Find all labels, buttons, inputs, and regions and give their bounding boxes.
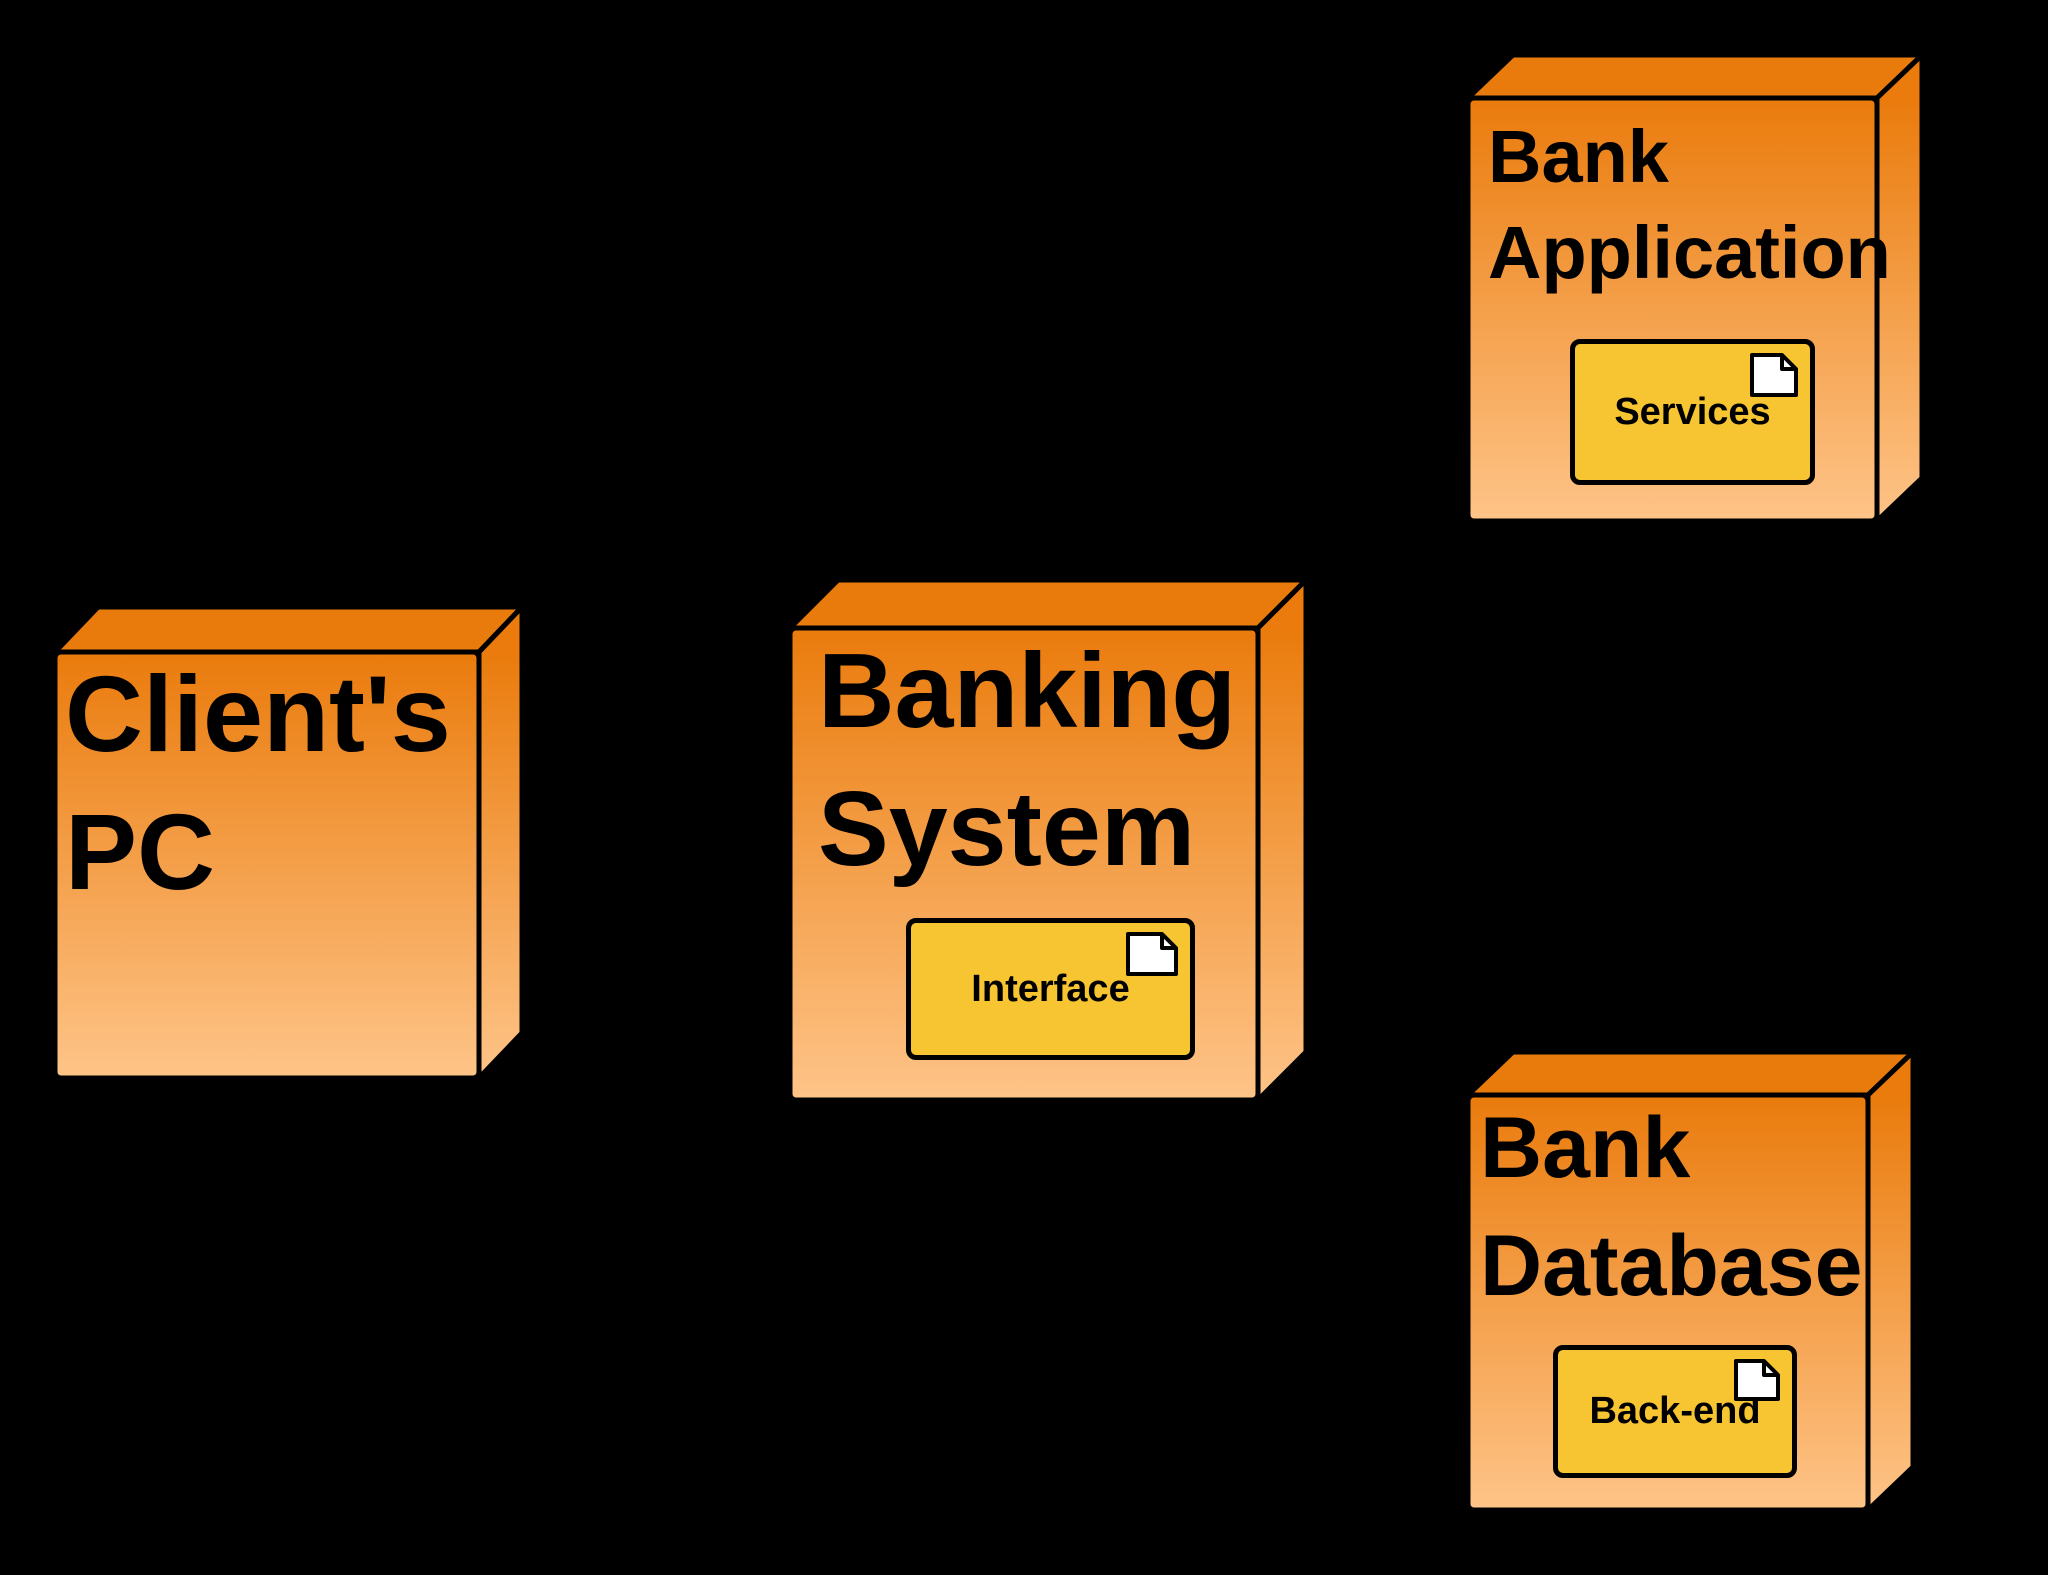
node-bank-application: Bank Application Services <box>1463 50 1927 526</box>
node-title-line: Client's <box>65 653 451 774</box>
node-title: Banking System <box>818 622 1236 898</box>
node-title-line: Banking <box>818 632 1237 750</box>
node-title-line: PC <box>65 791 216 912</box>
node-title-line: Database <box>1480 1218 1863 1314</box>
component-label: Back-end <box>1589 1390 1761 1432</box>
node-side-face <box>476 604 525 1081</box>
document-icon <box>1126 932 1178 976</box>
document-icon <box>1734 1359 1780 1401</box>
node-3d-box <box>52 604 525 1081</box>
node-title: Client's PC <box>65 645 451 921</box>
node-title: Bank Application <box>1488 109 1891 301</box>
node-bank-database: Bank Database Back-end <box>1463 1047 1918 1515</box>
node-clients-pc: Client's PC <box>50 602 527 1083</box>
node-banking-system: Banking System Interface <box>785 575 1311 1105</box>
node-side-face <box>1255 577 1309 1103</box>
component-services: Services <box>1570 339 1815 485</box>
node-side-face <box>1865 1049 1916 1513</box>
document-icon <box>1750 353 1798 397</box>
node-title-line: Application <box>1488 211 1891 294</box>
component-label: Interface <box>971 967 1130 1010</box>
node-title-line: System <box>818 770 1196 888</box>
node-title-line: Bank <box>1488 115 1669 198</box>
node-title: Bank Database <box>1480 1089 1862 1325</box>
component-backend: Back-end <box>1553 1345 1797 1478</box>
component-label: Services <box>1614 390 1771 433</box>
node-top-face <box>1465 52 1925 101</box>
node-title-line: Bank <box>1480 1100 1691 1196</box>
node-top-face <box>787 577 1309 631</box>
component-interface: Interface <box>906 918 1195 1060</box>
node-front-face <box>52 649 482 1081</box>
